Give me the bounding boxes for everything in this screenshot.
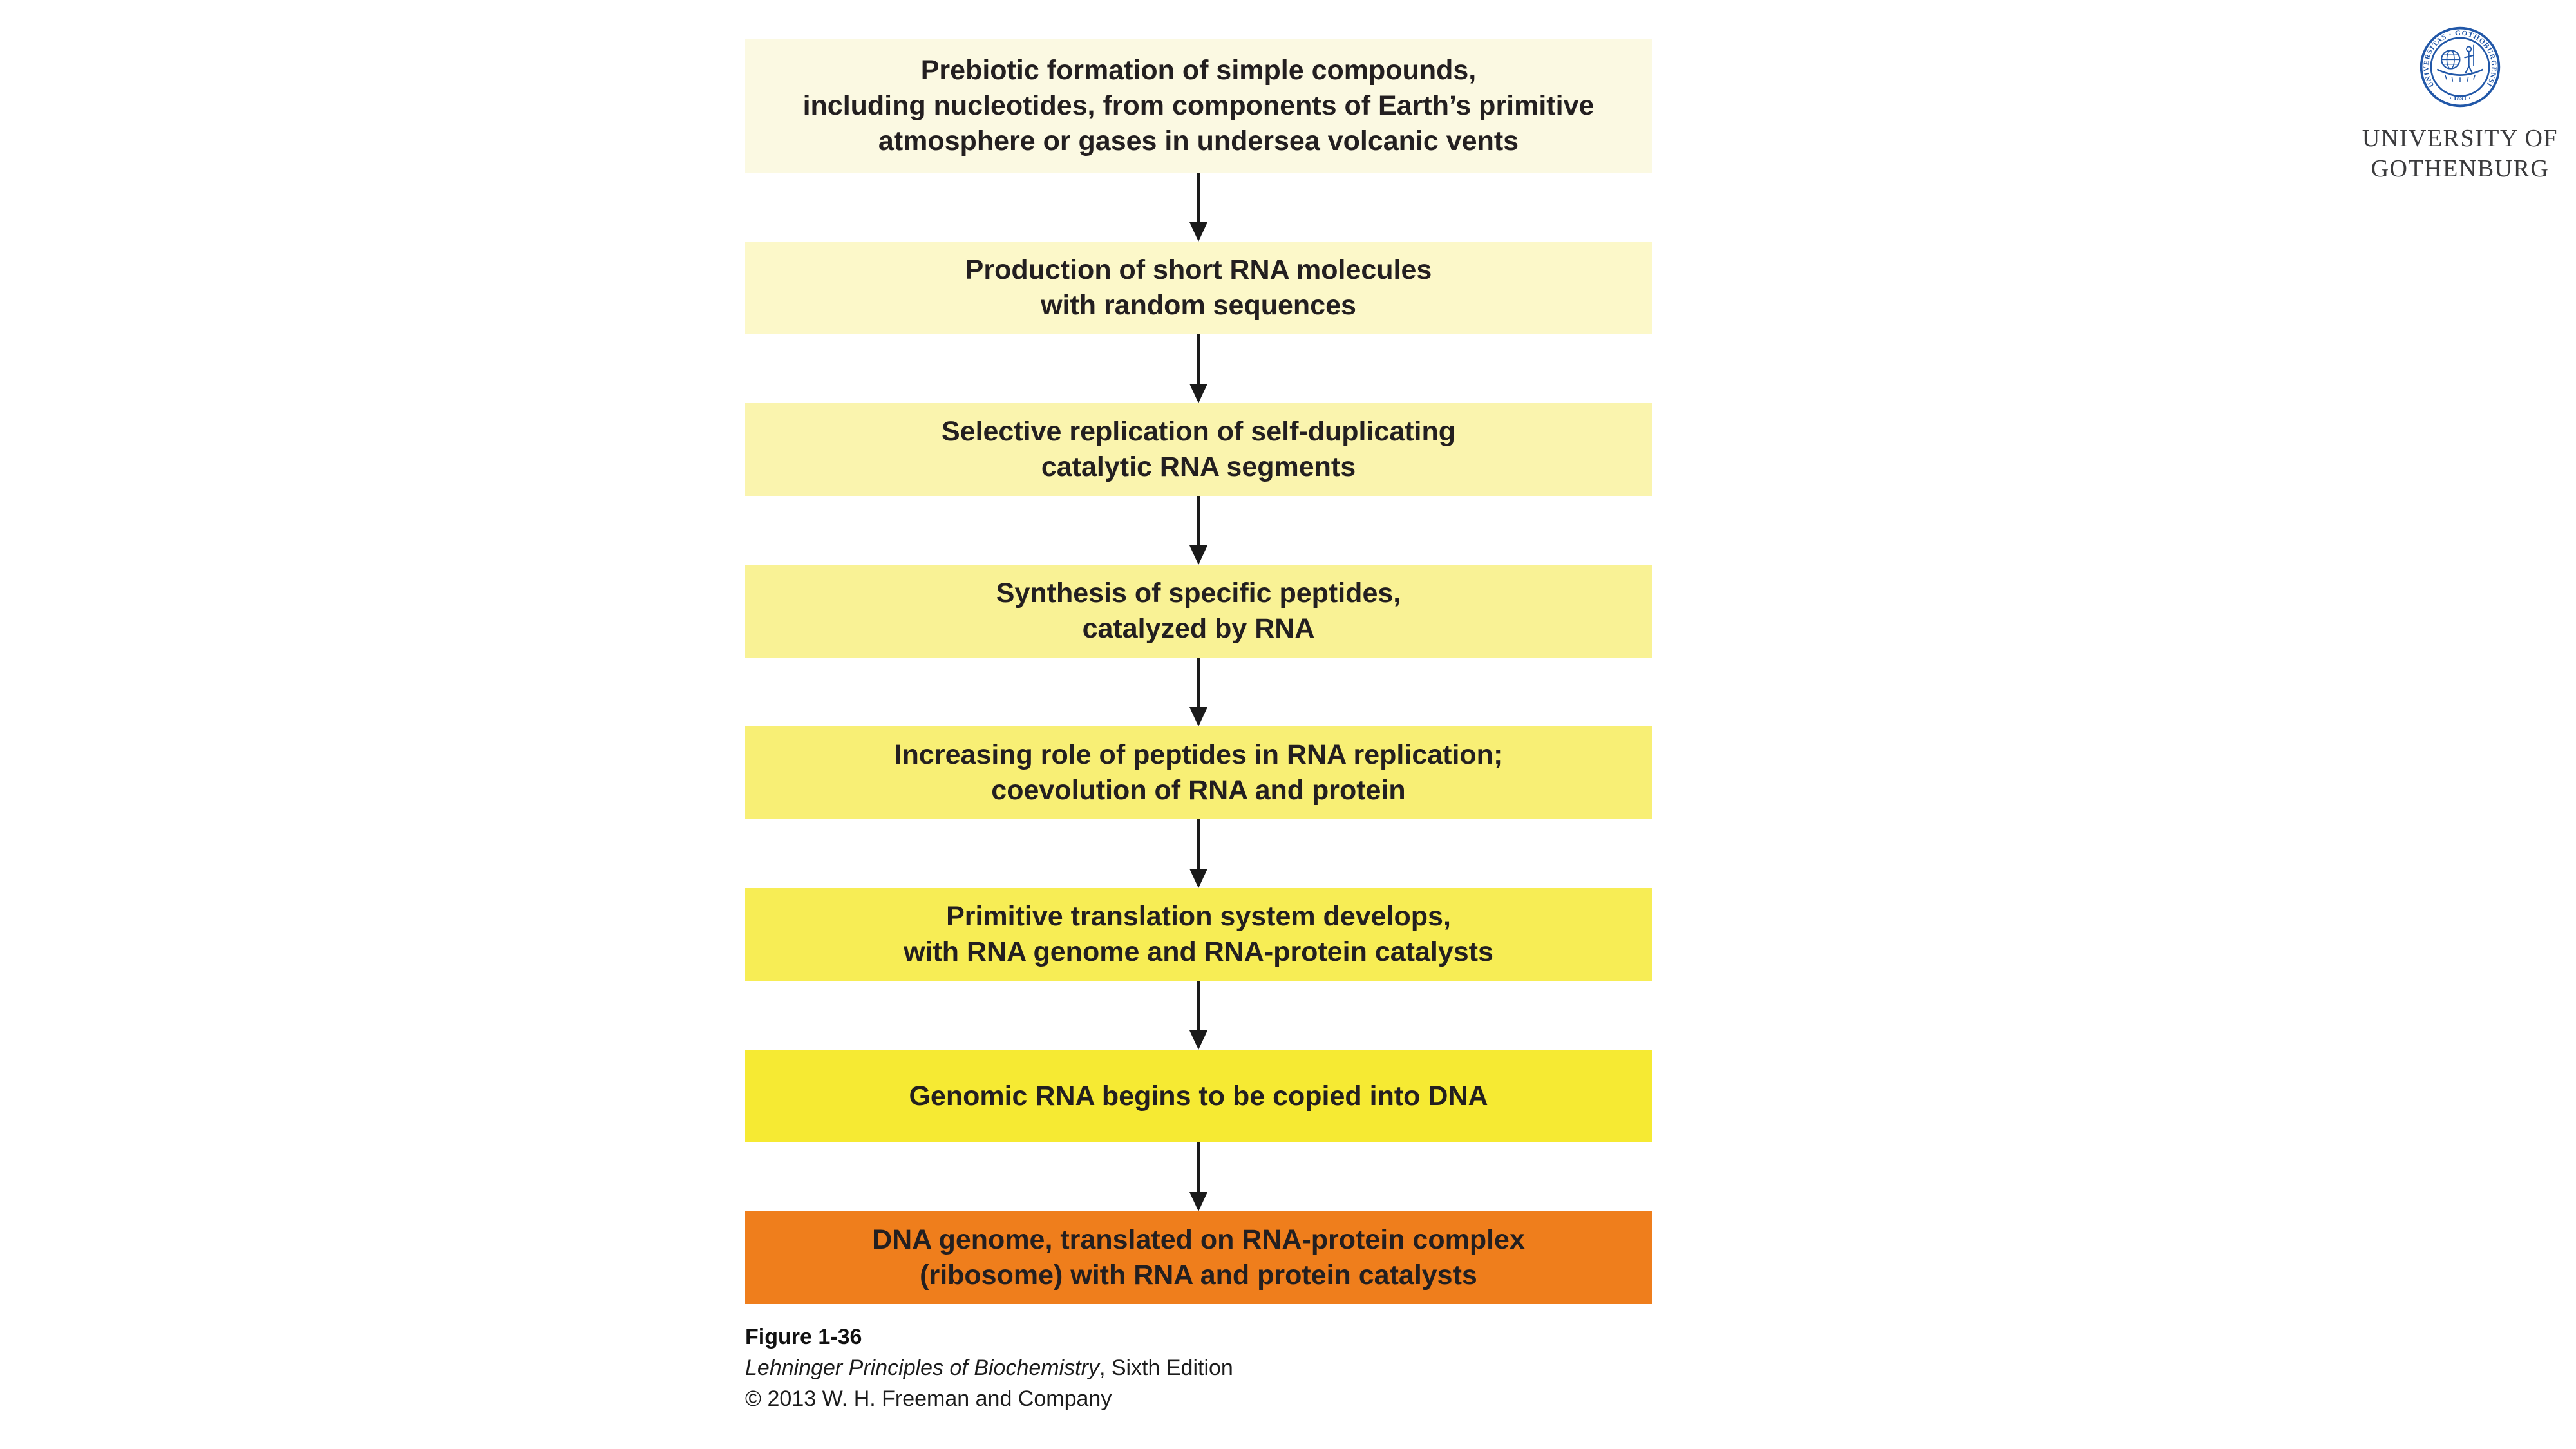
flowchart: Prebiotic formation of simple compounds,… <box>745 39 1652 1304</box>
university-name-line2: GOTHENBURG <box>2371 155 2550 182</box>
down-arrow <box>1189 981 1208 1050</box>
flow-step-1: Prebiotic formation of simple compounds,… <box>745 39 1652 173</box>
arrow-shaft <box>1197 981 1200 1031</box>
arrow-head-icon <box>1189 545 1208 565</box>
arrow-head-icon <box>1189 1030 1208 1050</box>
book-edition: , Sixth Edition <box>1099 1356 1233 1380</box>
down-arrow <box>1189 496 1208 565</box>
seal-emblem <box>2436 44 2484 82</box>
arrow-head-icon <box>1189 222 1208 242</box>
flow-step-6: Primitive translation system develops, w… <box>745 888 1652 981</box>
down-arrow <box>1189 1142 1208 1211</box>
ship-icon <box>2436 68 2484 82</box>
globe-icon <box>2441 50 2461 70</box>
seal-year: · 1891 · <box>2449 95 2470 102</box>
flow-step-7: Genomic RNA begins to be copied into DNA <box>745 1050 1652 1142</box>
arrow-shaft <box>1197 1142 1200 1193</box>
arrow-head-icon <box>1189 869 1208 888</box>
arrow-shaft <box>1197 658 1200 708</box>
down-arrow <box>1189 819 1208 888</box>
arrow-shaft <box>1197 334 1200 384</box>
arrow-head-icon <box>1189 1192 1208 1211</box>
arrow-shaft <box>1197 173 1200 223</box>
copyright-line: © 2013 W. H. Freeman and Company <box>745 1387 1112 1411</box>
university-name: UNIVERSITY OF GOTHENBURG <box>2351 124 2570 184</box>
figure-caption: Figure 1-36 Lehninger Principles of Bioc… <box>745 1321 1233 1414</box>
down-arrow <box>1189 334 1208 403</box>
figure-number: Figure 1-36 <box>745 1325 862 1349</box>
seal-inner-ring <box>2430 37 2490 97</box>
arrow-shaft <box>1197 496 1200 546</box>
university-seal-icon: UNIVERSITAS · GOTHOBURGENSIS · 1891 · <box>2420 26 2501 108</box>
down-arrow <box>1189 173 1208 242</box>
arrow-head-icon <box>1189 384 1208 403</box>
figure-icon <box>2464 44 2474 73</box>
arrow-shaft <box>1197 819 1200 869</box>
flow-step-8: DNA genome, translated on RNA-protein co… <box>745 1211 1652 1304</box>
down-arrow <box>1189 658 1208 726</box>
flow-step-4: Synthesis of specific peptides, catalyze… <box>745 565 1652 658</box>
university-name-line1: UNIVERSITY OF <box>2362 125 2559 152</box>
arrow-head-icon <box>1189 707 1208 726</box>
flow-step-5: Increasing role of peptides in RNA repli… <box>745 726 1652 819</box>
university-logo: UNIVERSITAS · GOTHOBURGENSIS · 1891 · <box>2351 26 2570 184</box>
book-reference: Lehninger Principles of Biochemistry, Si… <box>745 1352 1233 1383</box>
book-title: Lehninger Principles of Biochemistry <box>745 1356 1099 1380</box>
flow-step-3: Selective replication of self-duplicatin… <box>745 403 1652 496</box>
flow-step-2: Production of short RNA molecules with r… <box>745 242 1652 334</box>
